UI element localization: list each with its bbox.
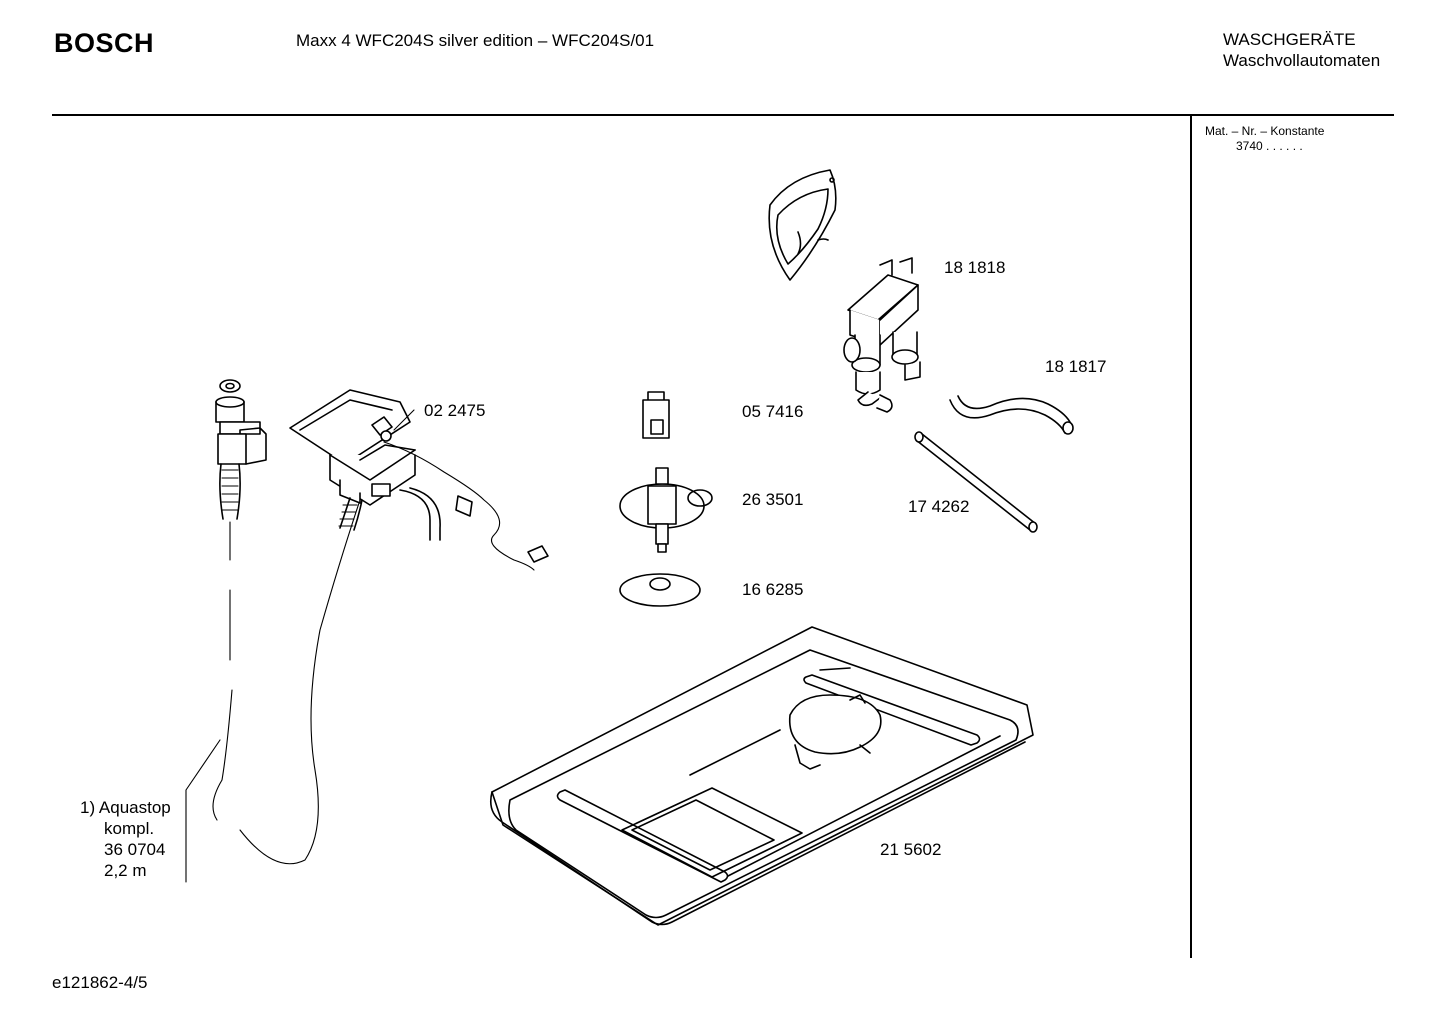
mat-number-value: 3740 . . . . . . (1236, 139, 1303, 153)
part-number-057416[interactable]: 05 7416 (742, 402, 804, 421)
part-number-166285[interactable]: 16 6285 (742, 580, 804, 599)
part-number-181818[interactable]: 18 1818 (944, 258, 1006, 277)
brand-logo: BOSCH (54, 28, 155, 58)
part-166285-drawing (619, 573, 701, 607)
part-215602-drawing (489, 626, 1034, 926)
part-263501-drawing (619, 467, 713, 553)
aquastop-length: 2,2 m (104, 861, 147, 880)
aquastop-hose-drawing (212, 379, 361, 865)
sidebar-divider (1190, 116, 1192, 958)
mat-number-label: Mat. – Nr. – Konstante (1205, 124, 1325, 138)
part-174262-drawing (914, 431, 1038, 533)
part-number-181817[interactable]: 18 1817 (1045, 357, 1107, 376)
aquastop-note-line1: 1) Aquastop (80, 798, 171, 817)
part-057416-drawing (642, 391, 670, 439)
part-number-263501[interactable]: 26 3501 (742, 490, 804, 509)
drawing-id: e121862-4/5 (52, 973, 148, 992)
category-title: WASCHGERÄTE (1223, 30, 1356, 49)
header-divider (52, 114, 1394, 116)
part-181818-drawing (843, 257, 921, 413)
part-022475-drawing (289, 389, 549, 571)
aquastop-note-line2: kompl. (104, 819, 155, 838)
category-subtitle: Waschvollautomaten (1223, 51, 1381, 70)
part-number-174262[interactable]: 17 4262 (908, 497, 970, 516)
part-number-022475[interactable]: 02 2475 (424, 401, 486, 420)
cover-plate-drawing (768, 169, 837, 281)
part-number-215602[interactable]: 21 5602 (880, 840, 942, 859)
aquastop-bracket (185, 739, 221, 883)
part-181817-drawing (949, 395, 1074, 435)
aquastop-part-number[interactable]: 36 0704 (104, 840, 166, 859)
model-title: Maxx 4 WFC204S silver edition – WFC204S/… (296, 31, 655, 50)
